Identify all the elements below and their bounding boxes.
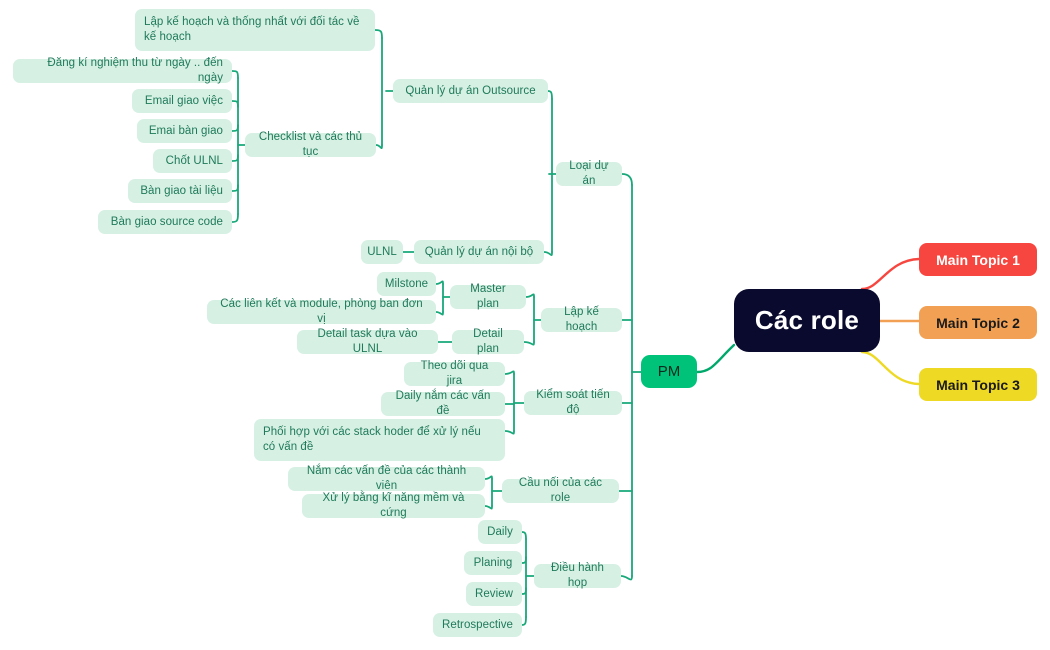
node-email-giao-viec-label: Email giao việc xyxy=(144,94,223,107)
link-root-pm xyxy=(695,343,736,374)
node-detail-plan-label: Detail plan xyxy=(473,328,507,355)
node-daily-nam-cac-van-de-label: Daily nắm các vấn đề xyxy=(395,390,494,417)
node-xu-ly-ki-nang-label: Xử lý bằng kĩ năng mềm và cứng xyxy=(322,492,468,519)
link-trunk-dieuhanhhop xyxy=(620,575,633,581)
node-quan-ly-du-an-outsource[interactable]: Quản lý dự án Outsource xyxy=(393,79,548,103)
node-checklist-thu-tuc-label: Checklist và các thủ tục xyxy=(258,131,366,158)
root-node-label: Các role xyxy=(754,305,860,335)
node-lap-ke-hoach-doi-tac-label: Lập kế hoạch và thống nhất với đối tác v… xyxy=(144,16,363,43)
node-review-label: Review xyxy=(475,587,514,600)
node-dang-ki-nghiem-thu[interactable]: Đăng kí nghiệm thu từ ngày .. đến ngày xyxy=(13,57,232,84)
link-checklist-bangiaotailieu xyxy=(231,184,239,192)
branch-loai-du-an-label: Loại dự án xyxy=(569,160,612,187)
node-dang-ki-nghiem-thu-label: Đăng kí nghiệm thu từ ngày .. đến ngày xyxy=(47,57,227,84)
root-node-cac-role[interactable]: Các role xyxy=(734,289,880,352)
node-ulnl-label: ULNL xyxy=(367,245,397,258)
branch-lap-ke-hoach[interactable]: Lập kế hoạch xyxy=(541,306,622,333)
node-master-plan-label: Master plan xyxy=(470,283,509,310)
node-lap-ke-hoach-doi-tac[interactable]: Lập kế hoạch và thống nhất với đối tác v… xyxy=(135,9,375,51)
link-dieuhanh-planing xyxy=(521,556,527,564)
node-ban-giao-tai-lieu-label: Bàn giao tài liệu xyxy=(140,184,223,197)
node-daily-label: Daily xyxy=(487,525,513,538)
node-milstone[interactable]: Milstone xyxy=(377,272,436,296)
link-dieuhanh-daily xyxy=(521,531,527,540)
link-caunoi-xuly xyxy=(484,505,493,510)
main-topic-3[interactable]: Main Topic 3 xyxy=(919,368,1037,401)
node-retrospective-label: Retrospective xyxy=(442,618,513,631)
pm-node-label: PM xyxy=(657,363,681,380)
main-topic-1[interactable]: Main Topic 1 xyxy=(919,243,1037,276)
branch-loai-du-an[interactable]: Loại dự án xyxy=(556,160,622,187)
link-trunk-loaiduan xyxy=(621,173,633,186)
node-emai-ban-giao-label: Emai bàn giao xyxy=(148,124,223,137)
link-outsource-lapkehoach-doitac xyxy=(374,29,383,39)
node-phoi-hop-stack-hoder-label: Phối hợp với các stack hoder để xử lý nế… xyxy=(263,426,485,453)
node-ban-giao-source-code-label: Bàn giao source code xyxy=(110,215,223,228)
branch-lap-ke-hoach-label: Lập kế hoạch xyxy=(564,306,603,333)
link-dieuhanh-review xyxy=(521,587,527,595)
node-quan-ly-du-an-outsource-label: Quản lý dự án Outsource xyxy=(405,84,536,97)
node-ban-giao-tai-lieu[interactable]: Bàn giao tài liệu xyxy=(128,179,232,203)
node-emai-ban-giao[interactable]: Emai bàn giao xyxy=(137,119,232,143)
link-checklist-bangiaosource xyxy=(231,213,239,223)
link-checklist-emailgiaoviec xyxy=(231,100,239,108)
node-milstone-label: Milstone xyxy=(384,277,429,290)
pm-node[interactable]: PM xyxy=(641,355,697,388)
main-topic-3-label: Main Topic 3 xyxy=(936,376,1020,393)
link-caunoi-namvande xyxy=(484,475,493,480)
node-theo-doi-qua-jira[interactable]: Theo dõi qua jira xyxy=(404,360,505,387)
link-lapkehoach-detailplan xyxy=(523,341,535,346)
node-cac-lien-ket-module[interactable]: Các liên kết và module, phòng ban đơn vị xyxy=(207,298,436,325)
node-retrospective[interactable]: Retrospective xyxy=(433,613,522,637)
link-checklist-emaibangiao xyxy=(231,124,239,132)
node-detail-task-ulnl-label: Detail task dựa vào ULNL xyxy=(317,328,421,355)
node-review[interactable]: Review xyxy=(466,582,522,606)
branch-cau-noi-cac-role-label: Cầu nối của các role xyxy=(518,477,606,504)
node-chot-ulnl[interactable]: Chốt ULNL xyxy=(153,149,232,173)
link-kiemsoat-jira xyxy=(504,370,515,375)
node-nam-van-de-thanh-vien-label: Nắm các vấn đề của các thành viên xyxy=(306,465,470,492)
link-root-topic1 xyxy=(860,257,921,291)
node-daily-nam-cac-van-de[interactable]: Daily nắm các vấn đề xyxy=(381,390,505,417)
node-detail-task-ulnl[interactable]: Detail task dựa vào ULNL xyxy=(297,328,438,355)
node-checklist-thu-tuc[interactable]: Checklist và các thủ tục xyxy=(245,131,376,158)
link-spine-noibo xyxy=(543,251,553,256)
link-spine-outsource xyxy=(547,90,553,100)
link-root-topic3 xyxy=(860,350,921,386)
node-xu-ly-ki-nang[interactable]: Xử lý bằng kĩ năng mềm và cứng xyxy=(302,492,485,519)
node-detail-plan[interactable]: Detail plan xyxy=(452,328,524,355)
link-masterplan-lienket xyxy=(435,311,444,316)
node-ulnl[interactable]: ULNL xyxy=(361,240,403,264)
node-phoi-hop-stack-hoder[interactable]: Phối hợp với các stack hoder để xử lý nế… xyxy=(254,419,505,461)
link-lapkehoach-masterplan xyxy=(525,293,535,298)
link-checklist-dangki xyxy=(231,70,239,79)
branch-cau-noi-cac-role[interactable]: Cầu nối của các role xyxy=(502,477,619,504)
link-kiemsoat-phoihop xyxy=(504,430,515,435)
node-planing-label: Planing xyxy=(473,556,513,569)
node-theo-doi-qua-jira-label: Theo dõi qua jira xyxy=(420,360,492,387)
main-topic-1-label: Main Topic 1 xyxy=(936,251,1020,268)
node-master-plan[interactable]: Master plan xyxy=(450,283,526,310)
link-checklist-chotulnl xyxy=(231,154,239,162)
node-ban-giao-source-code[interactable]: Bàn giao source code xyxy=(98,210,232,234)
node-quan-ly-du-an-noi-bo-label: Quản lý dự án nội bộ xyxy=(424,245,534,258)
node-nam-van-de-thanh-vien[interactable]: Nắm các vấn đề của các thành viên xyxy=(288,465,485,492)
node-cac-lien-ket-module-label: Các liên kết và module, phòng ban đơn vị xyxy=(220,298,426,325)
branch-dieu-hanh-hop[interactable]: Điều hành họp xyxy=(534,562,621,589)
branch-kiem-soat-tien-do[interactable]: Kiểm soát tiến độ xyxy=(524,389,622,416)
node-quan-ly-du-an-noi-bo[interactable]: Quản lý dự án nội bộ xyxy=(414,240,544,264)
link-dieuhanh-retrospective xyxy=(521,616,527,626)
node-email-giao-viec[interactable]: Email giao việc xyxy=(132,89,232,113)
main-topic-2-label: Main Topic 2 xyxy=(936,314,1020,331)
node-daily[interactable]: Daily xyxy=(478,520,522,544)
branch-kiem-soat-tien-do-label: Kiểm soát tiến độ xyxy=(536,389,614,416)
main-topic-2[interactable]: Main Topic 2 xyxy=(919,306,1037,339)
link-masterplan-milstone xyxy=(435,280,444,285)
node-chot-ulnl-label: Chốt ULNL xyxy=(165,154,223,167)
branch-dieu-hanh-hop-label: Điều hành họp xyxy=(551,562,608,589)
node-planing[interactable]: Planing xyxy=(464,551,522,575)
link-outsource-checklist xyxy=(375,144,383,149)
